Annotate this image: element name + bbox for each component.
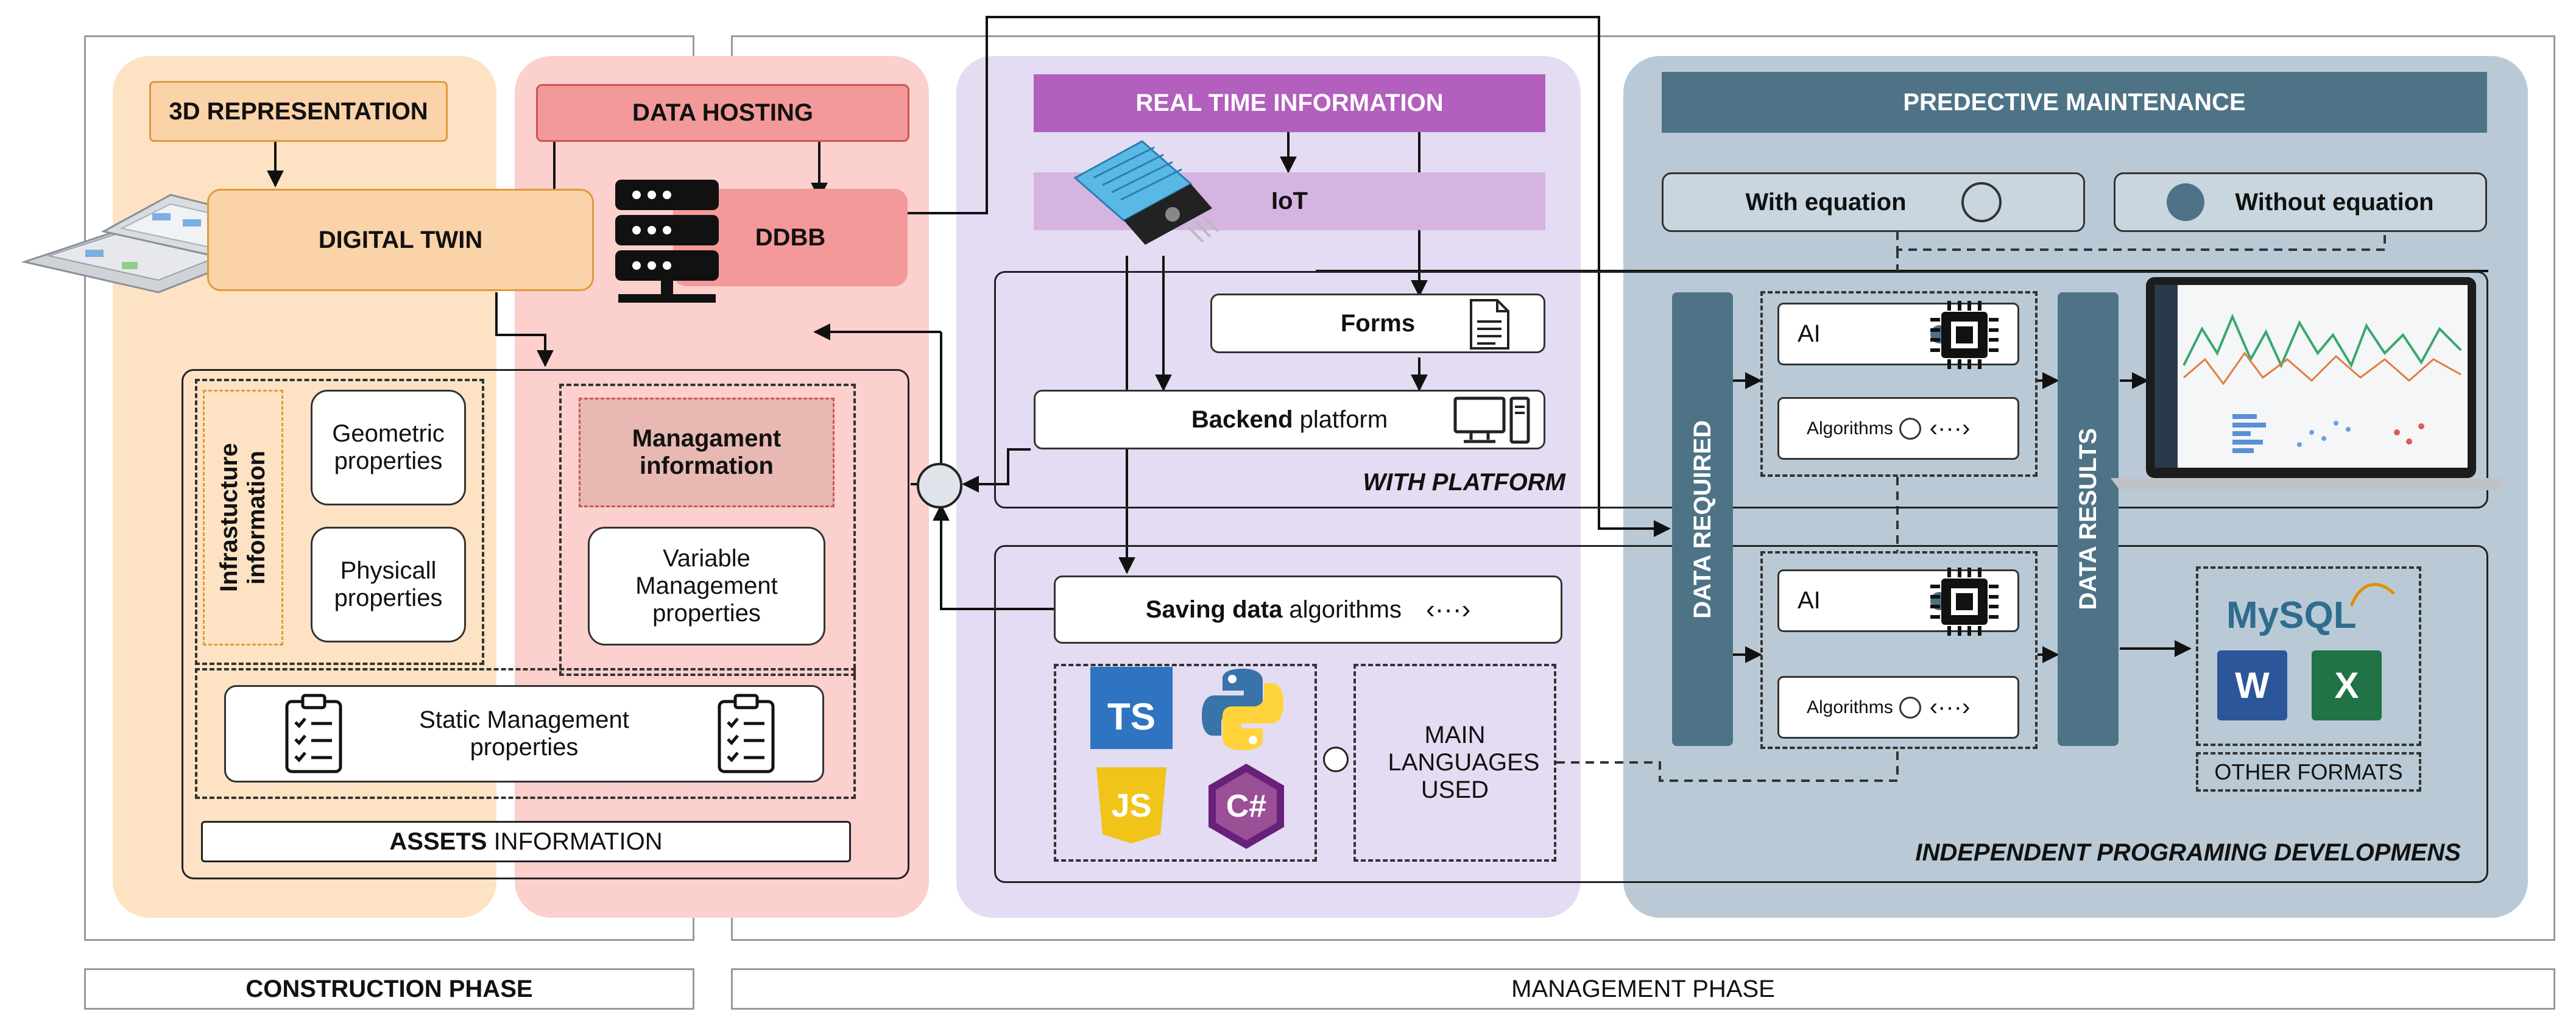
- variable-management-properties-label: Variable Management properties: [635, 545, 778, 627]
- typescript-logo-label: TS: [1107, 696, 1156, 738]
- javascript-logo-label: JS: [1111, 787, 1152, 824]
- saving-label-rest: algorithms: [1282, 596, 1402, 623]
- code-brackets-icon: ‹···›: [1425, 594, 1471, 624]
- with-equation-box: With equation: [1662, 172, 2085, 232]
- backend-label-rest: platform: [1293, 406, 1388, 433]
- static-management-properties-label: Static Management properties: [419, 706, 629, 761]
- lower-algorithms-box: Algorithms ‹···›: [1777, 676, 2019, 739]
- python-logo-icon: [1197, 664, 1288, 755]
- assets-label-bold: ASSETS: [389, 828, 487, 855]
- construction-phase-label: CONSTRUCTION PHASE: [245, 975, 533, 1002]
- upper-algorithms-box: Algorithms ‹···›: [1777, 397, 2019, 460]
- infrastructure-label: Infrastucture information: [216, 443, 270, 593]
- lower-ai-group: [1760, 551, 2038, 749]
- management-information-label-box: Managament information: [579, 398, 835, 507]
- other-formats-label-box: OTHER FORMATS: [2196, 752, 2421, 792]
- independent-programming-label: INDEPENDENT PROGRAMING DEVELOPMENS: [1915, 839, 2461, 866]
- ddbb-label: DDBB: [755, 223, 826, 251]
- main-languages-box: MAIN LANGUAGES USED: [1353, 664, 1556, 862]
- upper-ai-label: AI: [1798, 320, 1821, 347]
- code-brackets-icon: ‹···›: [1929, 415, 1971, 442]
- backend-label-bold: Backend: [1191, 406, 1293, 433]
- without-equation-label: Without equation: [2235, 188, 2434, 216]
- word-logo-label: W: [2235, 665, 2270, 706]
- forms-label: Forms: [1340, 309, 1416, 337]
- assets-dashed-bottom: [195, 668, 856, 799]
- code-brackets-icon: ‹···›: [1929, 694, 1971, 720]
- infrastructure-label-box: Infrastucture information: [203, 390, 283, 646]
- with-equation-label: With equation: [1745, 188, 1907, 216]
- assets-information-label-box: ASSETS INFORMATION: [201, 821, 851, 862]
- javascript-logo-icon: JS: [1090, 764, 1173, 846]
- management-phase-label-box: MANAGEMENT PHASE: [731, 968, 2555, 1010]
- other-formats-label: OTHER FORMATS: [2214, 759, 2403, 784]
- geometric-properties-box: Geometric properties: [311, 390, 466, 505]
- languages-junction-circle: [1323, 747, 1349, 772]
- 3d-representation-label: 3D REPRESENTATION: [169, 97, 428, 125]
- iot-label: IoT: [1271, 188, 1308, 214]
- upper-algorithms-label: Algorithms: [1807, 418, 1893, 438]
- real-time-information-box: REAL TIME INFORMATION: [1034, 74, 1545, 132]
- lower-ai-label: AI: [1798, 587, 1821, 614]
- clipboard-checklist-icon-right: [716, 693, 777, 775]
- excel-logo-icon: X: [2312, 650, 2382, 720]
- document-icon: [1468, 298, 1511, 350]
- mysql-logo-icon: MySQL: [2226, 575, 2409, 639]
- upper-ai-group: [1760, 291, 2038, 477]
- word-logo-icon: W: [2217, 650, 2287, 720]
- lower-algorithms-label: Algorithms: [1807, 697, 1893, 717]
- data-hosting-label: DATA HOSTING: [632, 99, 813, 126]
- empty-circle-icon: [1899, 417, 1921, 440]
- csharp-logo-label: C#: [1226, 789, 1267, 824]
- physical-properties-box: Physicall properties: [311, 527, 466, 642]
- main-languages-label: MAIN LANGUAGES USED: [1388, 722, 1540, 803]
- desktop-computer-icon: [1453, 396, 1532, 445]
- predictive-maintenance-header: PREDECTIVE MAINTENANCE: [1662, 72, 2487, 133]
- management-information-label: Managament information: [632, 425, 782, 479]
- excel-logo-label: X: [2334, 665, 2359, 706]
- server-icon: [612, 180, 722, 304]
- digital-twin-box: DIGITAL TWIN: [207, 189, 594, 291]
- filled-circle-icon: [2167, 183, 2205, 221]
- 3d-representation-box: 3D REPRESENTATION: [149, 81, 448, 142]
- typescript-logo-icon: TS: [1090, 667, 1173, 749]
- temperature-sensor-image: [1051, 135, 1233, 263]
- infrastructure-group: [195, 379, 484, 665]
- assets-label-rest: INFORMATION: [487, 828, 663, 855]
- without-equation-box: Without equation: [2114, 172, 2487, 232]
- predictive-maintenance-label: PREDECTIVE MAINTENANCE: [1903, 88, 2246, 116]
- empty-circle-icon: [1961, 182, 2002, 222]
- management-phase-label: MANAGEMENT PHASE: [1511, 975, 1775, 1002]
- csharp-logo-icon: C#: [1201, 761, 1291, 851]
- independent-programming-box: [994, 545, 2488, 883]
- management-information-group: [559, 384, 856, 676]
- real-time-information-label: REAL TIME INFORMATION: [1135, 90, 1444, 116]
- chip-icon: [1928, 565, 2001, 638]
- saving-data-algorithms-box: Saving data algorithms ‹···›: [1054, 575, 1562, 644]
- chip-icon: [1928, 298, 2001, 371]
- data-results-bar: DATA RESULTS: [2058, 292, 2119, 746]
- with-platform-box: [994, 271, 2488, 508]
- data-hosting-box: DATA HOSTING: [536, 84, 909, 142]
- mysql-logo-label: MySQL: [2226, 594, 2357, 636]
- construction-phase-label-box: CONSTRUCTION PHASE: [84, 968, 694, 1010]
- laptop-dashboard-image: [2105, 274, 2513, 496]
- geometric-properties-label: Geometric properties: [332, 420, 445, 474]
- empty-circle-icon: [1899, 696, 1921, 719]
- assets-information-box: [182, 369, 909, 879]
- languages-icons-group: [1054, 664, 1317, 862]
- digital-twin-label: DIGITAL TWIN: [318, 226, 483, 253]
- junction-circle: [917, 463, 962, 508]
- with-platform-label: WITH PLATFORM: [1363, 469, 1565, 496]
- physical-properties-label: Physicall properties: [334, 557, 443, 611]
- data-required-bar: DATA REQUIRED: [1672, 292, 1733, 746]
- variable-management-properties-box: Variable Management properties: [588, 527, 825, 646]
- saving-label-bold: Saving data: [1145, 596, 1283, 623]
- other-formats-group: [2196, 566, 2421, 746]
- data-required-label: DATA REQUIRED: [1689, 420, 1716, 619]
- data-results-label: DATA RESULTS: [2074, 428, 2101, 610]
- clipboard-checklist-icon: [283, 693, 344, 775]
